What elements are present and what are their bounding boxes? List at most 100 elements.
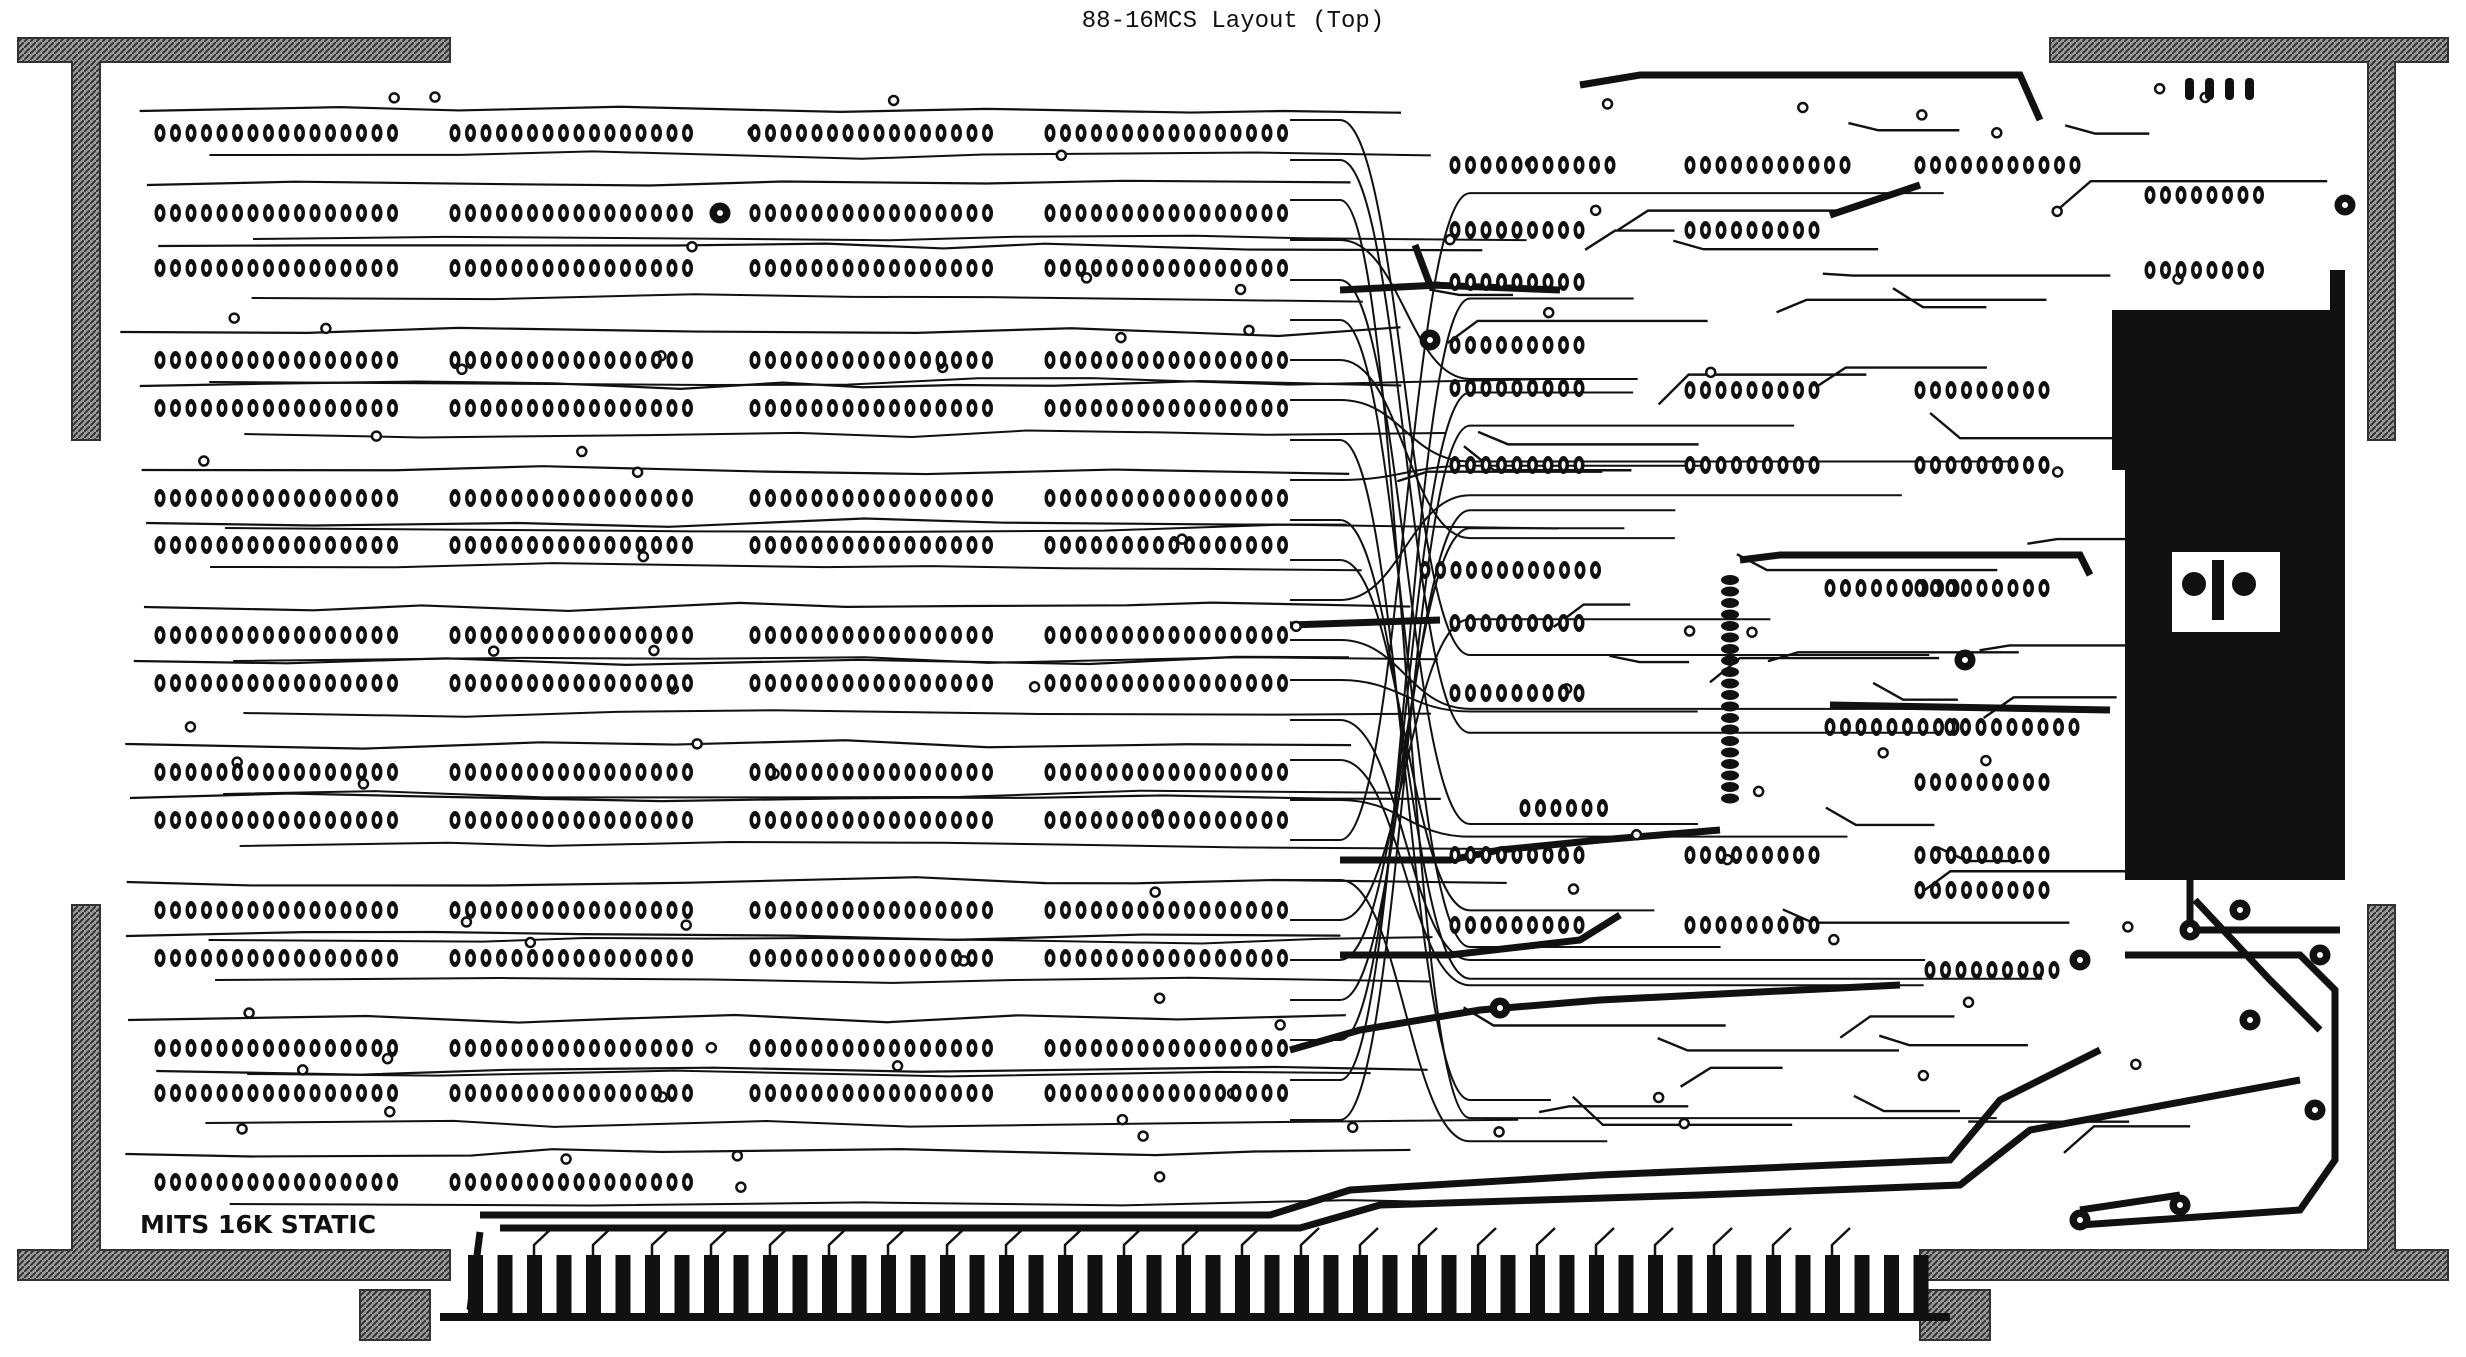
ic-pad-row — [1044, 626, 1288, 644]
pad-hole — [468, 404, 473, 412]
pad-hole — [1515, 619, 1519, 627]
pad-hole — [1218, 631, 1223, 639]
pad-hole — [577, 541, 581, 549]
pad-hole — [344, 1044, 348, 1052]
pad-hole — [861, 1044, 866, 1052]
pad-hole — [654, 129, 659, 137]
pad-hole — [799, 356, 804, 364]
pad-hole — [344, 631, 348, 639]
edge-finger — [1648, 1255, 1663, 1315]
pad-hole — [1719, 161, 1723, 169]
edge-finger — [1205, 1255, 1221, 1315]
pad-hole — [390, 1089, 395, 1097]
pad-hole — [1812, 921, 1816, 929]
pad-hole — [1249, 954, 1254, 962]
pad — [1721, 632, 1739, 643]
via — [1346, 1121, 1359, 1134]
finger-trace — [1535, 1227, 1556, 1255]
pad-hole — [2056, 723, 2061, 731]
pad-hole — [985, 494, 990, 502]
pad-hole — [623, 264, 628, 272]
edge-finger — [1028, 1255, 1044, 1315]
pad-hole — [985, 1089, 990, 1097]
pad-hole — [220, 679, 224, 687]
pad-hole — [939, 494, 943, 502]
pad-hole — [468, 264, 473, 272]
pad-hole — [846, 679, 850, 687]
pad-hole — [1859, 723, 1863, 731]
via — [460, 916, 473, 928]
pad-hole — [985, 541, 990, 549]
pad-hole — [654, 404, 659, 412]
pad-hole — [1048, 816, 1052, 824]
trace — [1290, 509, 1676, 1001]
pad-hole — [970, 631, 974, 639]
pad-hole — [1063, 209, 1068, 217]
pad-hole — [623, 129, 628, 137]
pad-hole — [282, 816, 286, 824]
pad-hole — [815, 954, 819, 962]
pad-hole — [892, 129, 897, 137]
pad-hole — [685, 954, 690, 962]
pad-hole — [1280, 816, 1285, 824]
pad-hole — [1048, 129, 1052, 137]
pad-hole — [954, 631, 959, 639]
via — [1797, 101, 1809, 114]
pad-hole — [313, 541, 317, 549]
ic-pad-row — [154, 399, 398, 417]
pad-hole — [1094, 631, 1099, 639]
trace — [2064, 124, 2150, 135]
pad-hole — [1918, 461, 1922, 469]
pad-hole — [375, 356, 379, 364]
edge-finger — [1854, 1255, 1870, 1315]
trace — [1853, 1094, 1960, 1113]
pad-hole — [515, 816, 519, 824]
pad-hole — [344, 679, 348, 687]
pad-hole — [1796, 161, 1801, 169]
pad-hole — [344, 954, 348, 962]
pad-hole — [328, 679, 333, 687]
pad-hole — [639, 1178, 643, 1186]
pad-hole — [846, 768, 850, 776]
pad-hole — [313, 679, 317, 687]
pad-hole — [1094, 816, 1099, 824]
pad-hole — [1484, 226, 1488, 234]
pad-hole — [158, 679, 162, 687]
via — [1746, 626, 1758, 638]
page-title: 88-16MCS Layout (Top) — [1081, 8, 1385, 35]
pad-hole — [577, 1178, 581, 1186]
pad-hole — [546, 768, 550, 776]
pad-hole — [1515, 341, 1519, 349]
pad-hole — [784, 209, 788, 217]
ic-pad-row — [449, 674, 693, 692]
pad-hole — [784, 404, 788, 412]
pad-hole — [970, 816, 974, 824]
pad-hole — [2011, 161, 2015, 169]
pad-hole — [970, 494, 974, 502]
pad-hole — [2072, 723, 2076, 731]
pad-hole — [1468, 384, 1473, 392]
pad-hole — [1079, 209, 1083, 217]
pad-hole — [359, 679, 364, 687]
pad-hole — [877, 816, 881, 824]
pad-hole — [623, 1178, 628, 1186]
pad-hole — [1964, 886, 1969, 894]
pad-hole — [1569, 804, 1574, 812]
pad-hole — [608, 494, 612, 502]
pad-hole — [1203, 1044, 1207, 1052]
pad-hole — [546, 541, 550, 549]
pad-hole — [1048, 906, 1052, 914]
pad-hole — [1110, 679, 1114, 687]
pad-hole — [1094, 404, 1099, 412]
pad-hole — [1265, 1089, 1269, 1097]
pad-hole — [158, 816, 162, 824]
pad-hole — [1918, 161, 1922, 169]
pad-hole — [530, 816, 535, 824]
trace — [1680, 1066, 1783, 1088]
ic-pad-row — [449, 1039, 693, 1057]
pad-hole — [908, 1089, 912, 1097]
pad-hole — [453, 494, 457, 502]
ic-pad-row — [1924, 961, 2060, 979]
pad-hole — [1156, 816, 1161, 824]
via — [1137, 1130, 1149, 1142]
